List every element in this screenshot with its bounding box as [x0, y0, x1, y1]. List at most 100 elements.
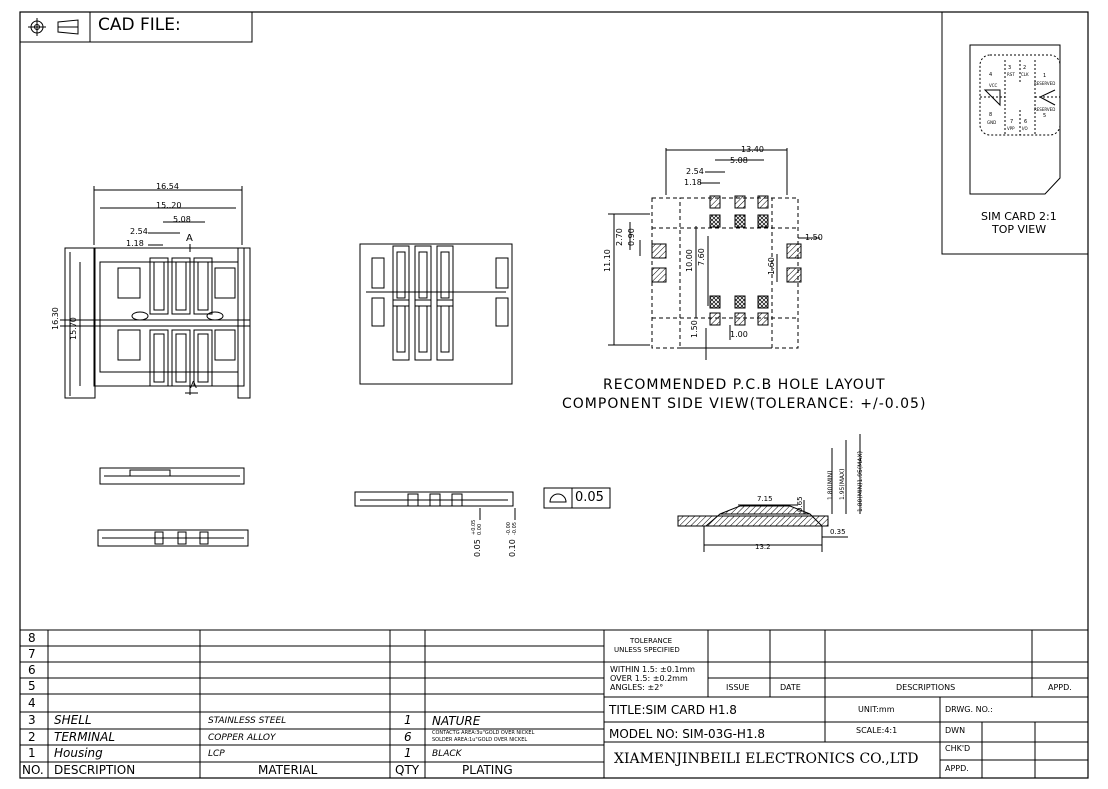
- dim-15-70: 15.70: [69, 317, 78, 340]
- pcb-pads: [651, 195, 802, 326]
- dim-15-20: 15..20: [156, 201, 182, 210]
- top-view-drawing: [60, 186, 251, 399]
- drawn-by-label: DWN: [945, 726, 966, 735]
- bom-row-qty: 1: [404, 746, 412, 760]
- tolerance-within: WITHIN 1.5: ±0.1mm: [610, 665, 696, 674]
- bom-row-no: 4: [28, 696, 36, 710]
- bom-row-no: 2: [28, 730, 36, 744]
- pcb-layout-drawing: [608, 148, 820, 360]
- side-view-2: [354, 487, 611, 520]
- drawing-number-label: DRWG. NO.:: [945, 705, 993, 714]
- pcb-dim-1-18: 1.18: [684, 178, 702, 187]
- pcb-layout-title: RECOMMENDED P.C.B HOLE LAYOUT: [603, 377, 886, 393]
- section-mark-top: A: [186, 233, 193, 244]
- bom-row-description: Housing: [54, 746, 103, 760]
- bom-row-no: 1: [28, 746, 36, 760]
- sec-dim-max: 1.95(MAX): [839, 468, 846, 500]
- tolerance-angles: ANGLES: ±2°: [610, 683, 664, 692]
- pcb-dim-1-60: 1.60: [767, 257, 776, 275]
- pcb-layout-subtitle: COMPONENT SIDE VIEW(TOLERANCE: +/-0.05): [562, 396, 927, 412]
- sec-dim-0-35: 0.35: [830, 528, 846, 536]
- sim-contact-6: 6: [1024, 119, 1028, 125]
- dim-5-08: 5.08: [173, 215, 191, 224]
- bom-row-no: 7: [28, 647, 36, 661]
- bom-row-material: COPPER ALLOY: [208, 733, 276, 743]
- tol-0-05-sub: 0.00: [477, 523, 483, 535]
- bom-header-no: NO.: [22, 763, 44, 777]
- sim-card-title: SIM CARD 2:1: [981, 210, 1057, 223]
- dim-16-30: 16.30: [51, 307, 60, 330]
- tol-0-05: 0.05: [473, 539, 482, 557]
- sim-label-gnd: GND: [987, 120, 997, 125]
- checked-by-label: CHK'D: [945, 744, 971, 753]
- model-number: MODEL NO: SIM-03G-H1.8: [609, 727, 766, 741]
- descriptions-label: DESCRIPTIONS: [896, 683, 956, 692]
- scale-label: SCALE:4:1: [856, 726, 898, 735]
- pcb-dim-13-40: 13.40: [741, 145, 764, 154]
- company-name: XIAMENJINBEILI ELECTRONICS CO.,LTD: [614, 751, 919, 767]
- tol-0-10: 0.10: [508, 539, 517, 557]
- bom-row-material: LCP: [208, 749, 225, 759]
- sim-contact-4: 4: [989, 72, 993, 78]
- sheet-border: [19, 11, 1089, 779]
- issue-label: ISSUE: [726, 683, 750, 692]
- front-view-contacts: [392, 245, 454, 361]
- sim-contact-5: 5: [1043, 113, 1047, 119]
- front-view-drawing: [359, 243, 513, 385]
- sec-dim-7-15: 7.15: [757, 495, 773, 503]
- sim-label-vcc: VCC: [989, 83, 998, 88]
- bom-header-plating: PLATING: [462, 763, 513, 777]
- bom-header-description: DESCRIPTION: [54, 763, 136, 777]
- flatness-value: 0.05: [575, 490, 604, 505]
- pcb-dim-5-08: 5.08: [730, 156, 748, 165]
- bom-row-qty: 6: [404, 730, 412, 744]
- cone-view-icon: [57, 19, 79, 35]
- approved-by-label: APPD.: [945, 764, 969, 773]
- sec-dim-0-65: 0.65: [796, 496, 804, 512]
- dim-2-54: 2.54: [130, 227, 148, 236]
- cad-header: [19, 11, 253, 43]
- sim-card-box: [941, 11, 1089, 255]
- sim-contact-1: 1: [1043, 73, 1047, 79]
- pcb-dim-1-50: 1.50: [805, 233, 823, 242]
- sim-label-reserved-1: RESERVED: [1034, 81, 1056, 86]
- sim-label-vpp: VPP: [1007, 126, 1015, 131]
- tolerance-over: OVER 1.5: ±0.2mm: [610, 674, 688, 683]
- dim-1-18: 1.18: [126, 239, 144, 248]
- sim-label-clk: CLK: [1021, 72, 1029, 77]
- sec-dim-range: 1.80(MIN)1.95(MAX): [857, 451, 864, 512]
- pcb-dim-2-54: 2.54: [686, 167, 704, 176]
- section-mark-bottom: A: [190, 380, 197, 391]
- sim-label-rst: RST: [1007, 72, 1015, 77]
- pcb-dim-0-90: 0.90: [627, 228, 636, 246]
- pcb-dim-10-00: 10.00: [685, 249, 694, 272]
- bom-row-no: 5: [28, 679, 36, 693]
- pcb-dim-1-00: 1.00: [730, 330, 748, 339]
- bom-row-no: 6: [28, 663, 36, 677]
- title-block-grid: [20, 629, 1088, 778]
- dim-16-54: 16.54: [156, 182, 179, 191]
- side-view-1: [97, 467, 249, 547]
- date-label: DATE: [780, 683, 801, 692]
- pcb-dim-2-70: 2.70: [615, 228, 624, 246]
- section-view: [677, 434, 861, 552]
- bom-row-plating: NATURE: [432, 714, 481, 728]
- bom-row-qty: 1: [404, 713, 412, 727]
- pcb-dim-1-50-b: 1.50: [690, 320, 699, 338]
- bom-header-qty: QTY: [395, 763, 420, 777]
- sim-contact-8: 8: [989, 112, 993, 118]
- bom-row-description: TERMINAL: [54, 730, 116, 744]
- sim-contact-7: 7: [1010, 119, 1014, 125]
- drawing-title: TITLE:SIM CARD H1.8: [609, 703, 737, 717]
- bom-row-no: 8: [28, 631, 36, 645]
- sec-dim-min: 1.80(MIN): [827, 470, 834, 500]
- pcb-dim-7-60: 7.60: [697, 248, 706, 266]
- unit-label: UNIT:mm: [858, 705, 895, 714]
- pcb-dim-11-10: 11.10: [603, 249, 612, 272]
- sim-contact-3: 3: [1008, 65, 1012, 71]
- sim-label-io: I/O: [1022, 126, 1028, 131]
- bom-row-plating-2: SOLDER AREA:1u"GOLD OVER NICKEL: [432, 737, 528, 743]
- sim-contact-2: 2: [1023, 65, 1027, 71]
- bom-header-material: MATERIAL: [258, 763, 318, 777]
